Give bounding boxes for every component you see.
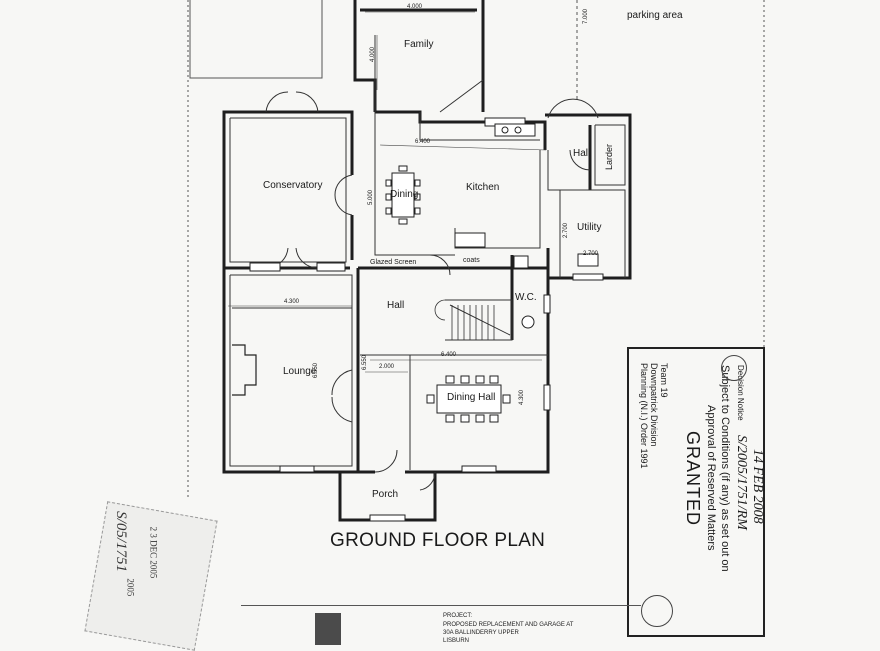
room-label-hall-top: Hall <box>573 148 591 159</box>
dining-hall-table <box>426 375 511 423</box>
room-label-hall: Hall <box>387 300 405 311</box>
room-label-family: Family <box>404 39 434 50</box>
kitchen-dining-table <box>385 165 421 225</box>
stamp-subject: Subject to Conditions (if any) as set ou… <box>719 365 731 572</box>
dim-lounge-depth: 6.550 <box>313 362 319 378</box>
windows <box>249 117 604 522</box>
handwritten-reference: S/05/1751 <box>112 511 129 573</box>
stamp-granted: GRANTED <box>683 431 703 527</box>
stamp-division-line: Downpatrick Division <box>649 363 659 447</box>
room-label-larder: Larder <box>604 143 614 170</box>
title-block <box>241 605 641 646</box>
received-date: 2 3 DEC 2005 <box>148 526 159 579</box>
dim-parking-depth: 7.000 <box>583 8 589 24</box>
stamp-date: 14 FEB 2008 <box>750 449 765 524</box>
project-line-1: PROPOSED REPLACEMENT AND GARAGE AT <box>443 622 574 628</box>
stamp-reference: S/2005/1751/RM <box>734 435 749 530</box>
dim-hall-depth: 6.550 <box>362 354 368 370</box>
project-line-2: 30A BALLINDERRY UPPER <box>443 630 519 636</box>
parking-area-label: parking area <box>627 10 683 21</box>
glazed-screen-label: Glazed Screen <box>370 259 417 266</box>
interior-partitions <box>229 35 626 470</box>
project-line-3: LISBURN <box>443 638 470 644</box>
room-label-kitchen: Kitchen <box>466 182 500 193</box>
room-label-wc: W.C. <box>515 292 537 303</box>
stamp-seal-icon <box>721 355 747 381</box>
dimension-lines <box>228 11 547 373</box>
planning-approval-stamp: Planning (N.I.) Order 1991 Downpatrick D… <box>627 347 765 637</box>
room-label-dining-hall: Dining Hall <box>447 392 496 403</box>
dim-dining-depth: 5.000 <box>368 189 374 205</box>
room-label-conservatory: Conservatory <box>263 180 323 191</box>
stamp-order-line: Planning (N.I.) Order 1991 <box>639 363 649 469</box>
coats-label: coats <box>463 257 480 264</box>
stamp-crest-icon <box>641 595 673 627</box>
dim-hall-width: 2.000 <box>379 364 395 370</box>
room-label-lounge: Lounge <box>283 366 317 377</box>
door-swings <box>265 91 599 491</box>
room-label-utility: Utility <box>577 222 602 233</box>
dim-family-width: 4.000 <box>407 4 423 10</box>
staircase <box>434 299 495 340</box>
exterior-walls <box>222 0 632 522</box>
dim-utility-depth: 2.700 <box>563 222 569 238</box>
dim-dining-hall-depth: 4.300 <box>519 389 525 405</box>
stamp-approval: Approval of Reserved Matters <box>705 405 717 551</box>
received-stamp: S/05/1751 2 3 DEC 2005 2005 <box>84 501 218 651</box>
fixtures <box>494 123 599 329</box>
architect-logo-icon <box>315 613 341 645</box>
drawing-title: GROUND FLOOR PLAN <box>330 530 546 551</box>
project-label: PROJECT: <box>443 613 473 619</box>
stamp-team-line: Team 19 <box>659 363 669 398</box>
dim-lounge-width: 4.300 <box>284 299 300 305</box>
fireplace <box>232 344 257 396</box>
dim-dining-hall-width: 6.400 <box>441 352 457 358</box>
dim-family-depth: 4.000 <box>370 46 376 62</box>
room-label-dining: Dining <box>390 189 419 200</box>
room-label-porch: Porch <box>372 489 399 500</box>
received-year: 2005 <box>125 578 136 597</box>
dim-utility-width: 2.700 <box>583 251 599 257</box>
dim-kitchen-width: 6.400 <box>415 139 431 145</box>
